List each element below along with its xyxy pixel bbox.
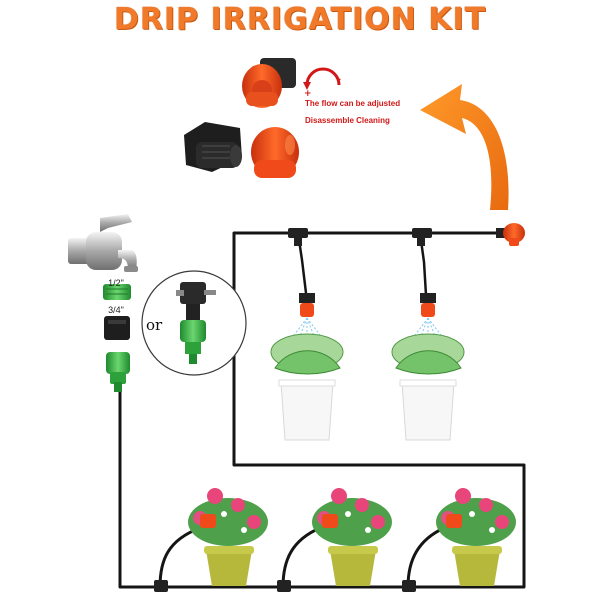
dripper-red-cap-icon — [251, 127, 299, 178]
plus-sign: + — [304, 89, 312, 99]
water-faucet-icon — [68, 214, 138, 272]
flower-pot-left — [188, 488, 268, 586]
flow-adjust-icon — [303, 67, 341, 90]
hose-adapter-three-quarter-icon — [104, 316, 130, 340]
tee-connector-icon — [412, 228, 432, 246]
dripper-assembled-icon — [242, 58, 296, 108]
flow-adjust-note: The flow can be adjusted — [305, 99, 401, 108]
quick-connector-icon — [106, 352, 130, 392]
disassemble-note: Disassemble Cleaning — [305, 116, 390, 125]
hanging-plant-left — [270, 293, 344, 441]
minus-sign: – — [336, 74, 341, 85]
end-dripper-icon — [496, 223, 525, 246]
tee-connector-icon — [154, 580, 416, 592]
dripper-black-part-icon — [184, 122, 242, 172]
or-label: or — [146, 316, 163, 334]
tee-connector-icon — [288, 228, 308, 246]
flower-pot-right — [436, 488, 516, 586]
size-label-half-inch: 1/2" — [108, 278, 124, 288]
page-title: DRIP IRRIGATION KIT — [113, 2, 487, 37]
curved-arrow-icon — [420, 84, 509, 210]
size-label-three-quarter-inch: 3/4" — [108, 305, 124, 315]
hanging-plant-right — [391, 293, 465, 441]
flower-pot-middle — [312, 488, 392, 586]
universal-adapter-circle — [141, 270, 247, 376]
hose-adapter-half-icon — [103, 284, 131, 300]
